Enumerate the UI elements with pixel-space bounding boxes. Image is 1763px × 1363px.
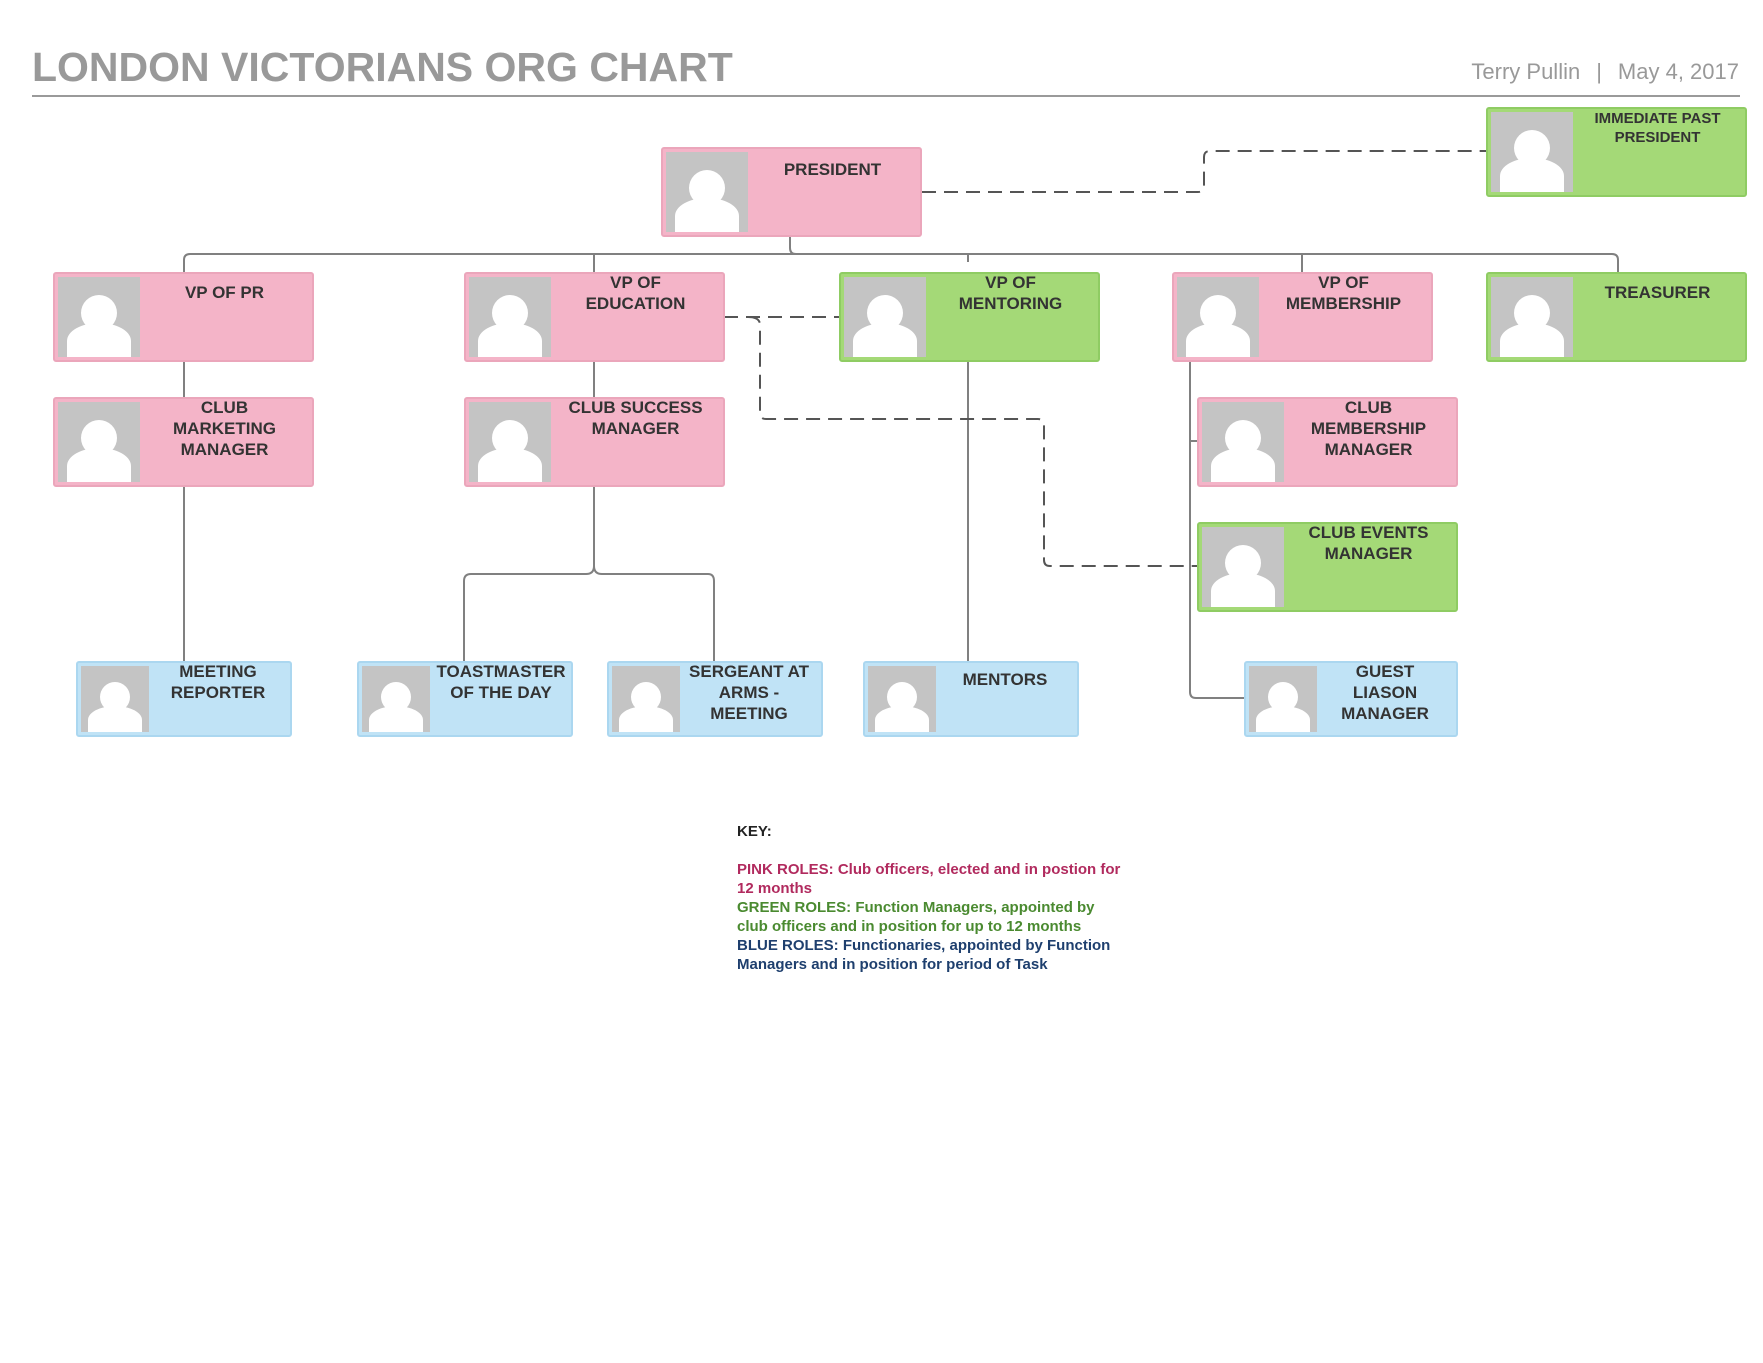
dashed-connector-past-president [922,150,1488,193]
role-title: GUEST LIASON MANAGER [1341,662,1429,723]
color-key: KEY: PINK ROLES: Club officers, elected … [737,822,1127,974]
role-card-toastmaster-of-the-day[interactable]: TOASTMASTER OF THE DAY [357,661,573,737]
dashed-connector-education-events [747,316,1198,567]
key-pink-roles: PINK ROLES: Club officers, elected and i… [737,861,1121,897]
person-placeholder-icon [1249,666,1317,732]
person-placeholder-icon [58,277,140,357]
person-placeholder-icon [868,666,936,732]
role-card-immediate-past-president[interactable]: IMMEDIATE PAST PRESIDENT [1486,107,1747,197]
connector-success-tree [463,486,595,662]
page-title: LONDON VICTORIANS ORG CHART [32,44,733,90]
role-title: MEETING REPORTER [170,662,266,702]
connector-membership-branch [1189,362,1244,699]
role-card-club-events-manager[interactable]: CLUB EVENTS MANAGER [1197,522,1458,612]
connector-president-bus [789,235,969,262]
role-title: TOASTMASTER OF THE DAY [436,662,566,702]
person-placeholder-icon [469,277,551,357]
role-card-club-marketing-manager[interactable]: CLUB MARKETING MANAGER [53,397,314,487]
person-placeholder-icon [666,152,748,232]
role-card-sergeant-at-arms-meeting[interactable]: SERGEANT AT ARMS - MEETING [607,661,823,737]
role-title: SERGEANT AT ARMS - MEETING [689,662,809,723]
role-card-mentors[interactable]: MENTORS [863,661,1079,737]
person-placeholder-icon [1491,277,1573,357]
document-date: May 4, 2017 [1617,59,1739,84]
role-card-treasurer[interactable]: TREASURER [1486,272,1747,362]
connector-success-sergeant [593,565,715,662]
author-name: Terry Pullin [1471,59,1581,84]
role-card-president[interactable]: PRESIDENT [661,147,922,237]
person-placeholder-icon [1177,277,1259,357]
role-card-vp-of-membership[interactable]: VP OF MEMBERSHIP [1172,272,1433,362]
role-card-club-membership-manager[interactable]: CLUB MEMBERSHIP MANAGER [1197,397,1458,487]
header-separator: | [1596,59,1602,84]
role-title: TREASURER [1604,283,1711,302]
person-placeholder-icon [81,666,149,732]
role-card-vp-of-education[interactable]: VP OF EDUCATION [464,272,725,362]
person-placeholder-icon [844,277,926,357]
role-title: PRESIDENT [783,160,882,179]
role-title: VP OF MENTORING [958,273,1063,313]
role-card-club-success-manager[interactable]: CLUB SUCCESS MANAGER [464,397,725,487]
role-title: VP OF PR [184,283,265,302]
key-label: KEY: [737,823,772,840]
role-title: CLUB SUCCESS MANAGER [568,398,703,438]
key-blue-roles: BLUE ROLES: Functionaries, appointed by … [737,937,1111,973]
person-placeholder-icon [469,402,551,482]
person-placeholder-icon [1491,112,1573,192]
role-card-guest-liason-manager[interactable]: GUEST LIASON MANAGER [1244,661,1458,737]
role-title: IMMEDIATE PAST PRESIDENT [1594,110,1721,146]
connector-top-bus [183,253,1619,272]
key-green-roles: GREEN ROLES: Function Managers, appointe… [737,899,1095,935]
person-placeholder-icon [612,666,680,732]
header-meta: Terry Pullin | May 4, 2017 [1471,59,1739,85]
person-placeholder-icon [1202,402,1284,482]
role-card-meeting-reporter[interactable]: MEETING REPORTER [76,661,292,737]
role-card-vp-of-pr[interactable]: VP OF PR [53,272,314,362]
title-divider [32,95,1740,97]
role-title: VP OF MEMBERSHIP [1285,273,1402,313]
person-placeholder-icon [1202,527,1284,607]
role-title: VP OF EDUCATION [585,273,686,313]
role-card-vp-of-mentoring[interactable]: VP OF MENTORING [839,272,1100,362]
person-placeholder-icon [362,666,430,732]
role-title: CLUB MARKETING MANAGER [173,398,276,459]
role-title: CLUB EVENTS MANAGER [1308,523,1429,563]
role-title: MENTORS [962,670,1048,689]
role-title: CLUB MEMBERSHIP MANAGER [1310,398,1427,459]
person-placeholder-icon [58,402,140,482]
